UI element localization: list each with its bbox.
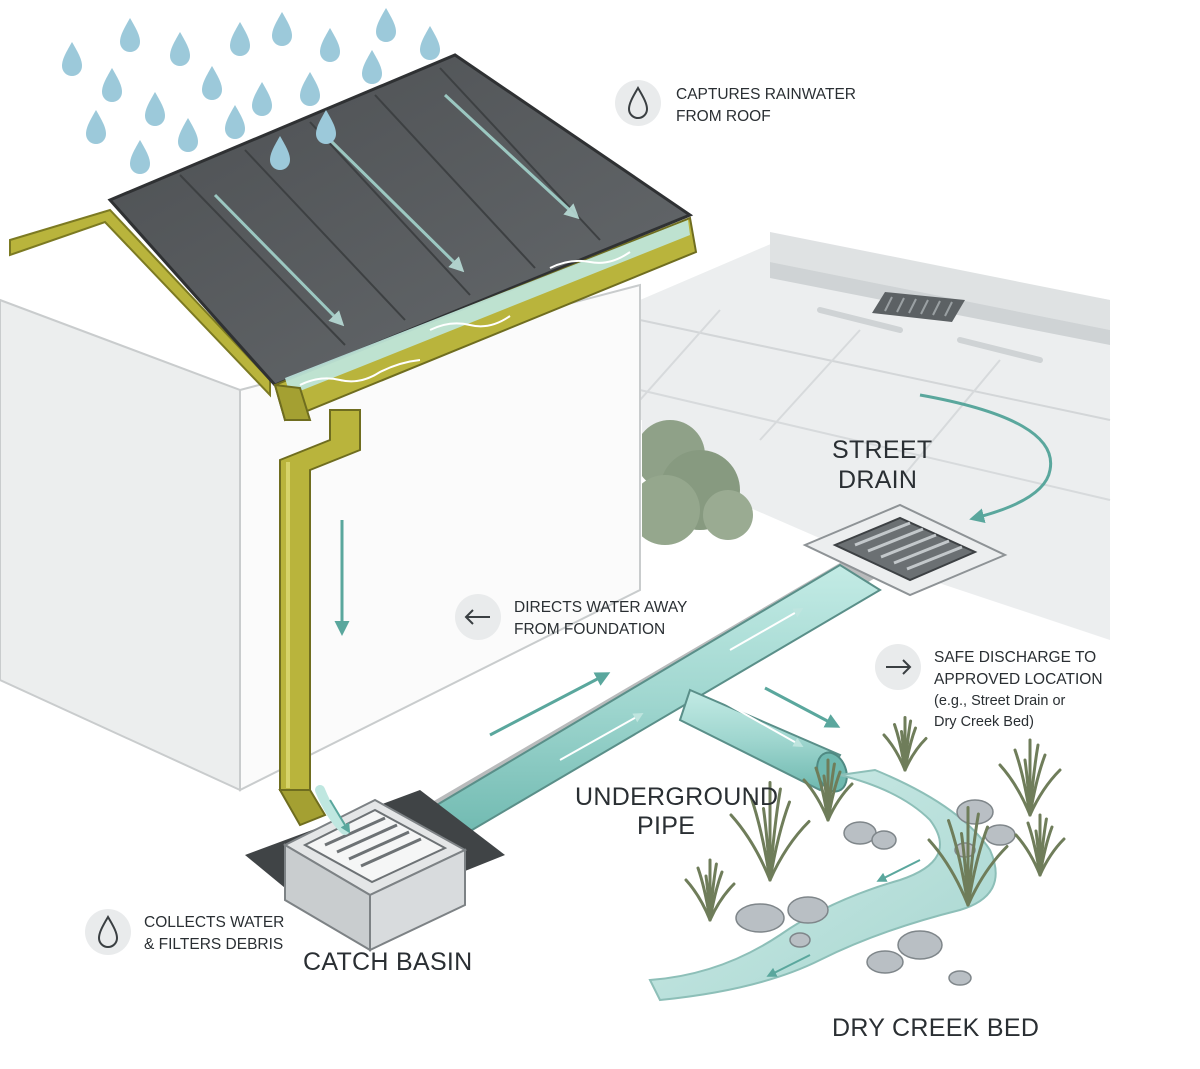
downspout: [278, 409, 361, 827]
grass-tuft: [927, 806, 1009, 907]
grass-tufts: [684, 716, 1066, 922]
discharge-label-line2: APPROVED LOCATION: [934, 671, 1103, 688]
catch-basin: [245, 785, 505, 952]
rain-drop: [225, 105, 245, 139]
captures-label-line2: FROM ROOF: [676, 108, 771, 125]
rain-drop: [62, 42, 82, 76]
creek-stone: [787, 896, 829, 924]
underground-pipe-label-line1: UNDERGROUND: [575, 783, 778, 811]
collects-icon-badge: [85, 909, 131, 955]
rain-drop: [252, 82, 272, 116]
water-drop-icon: [97, 915, 119, 948]
rain-drop: [145, 92, 165, 126]
rain-drop: [120, 18, 140, 52]
creek-stone: [866, 950, 904, 974]
creek-stone: [956, 799, 994, 825]
creek-stone: [948, 970, 972, 986]
grass-tuft: [802, 758, 854, 822]
creek-stone: [897, 930, 943, 960]
collects-label-line2: & FILTERS DEBRIS: [144, 936, 283, 953]
curb-grate: [872, 292, 965, 322]
rain-drop: [316, 110, 336, 144]
rain-drop: [272, 12, 292, 46]
rain-drop: [300, 72, 320, 106]
captures-icon-badge: [615, 80, 661, 126]
grass-tuft: [998, 738, 1062, 817]
street-background: [639, 232, 1111, 640]
rain-drop: [130, 140, 150, 174]
rain-drops: [62, 8, 440, 174]
rain-drop: [170, 32, 190, 66]
creek-stone: [843, 821, 877, 845]
creek-stone: [735, 903, 785, 933]
rain-drop: [376, 8, 396, 42]
grass-tuft: [729, 781, 811, 882]
water-drop-icon: [627, 86, 649, 119]
directs-label-line1: DIRECTS WATER AWAY: [514, 599, 687, 616]
creek-stone: [871, 830, 897, 850]
rain-drop: [420, 26, 440, 60]
creek-stone: [984, 824, 1016, 846]
gutter: [273, 216, 698, 422]
street-drain-label-line1: STREET: [832, 436, 932, 464]
rain-drop: [202, 66, 222, 100]
catch-basin-label: CATCH BASIN: [303, 948, 473, 976]
arrow-left-icon: [464, 609, 490, 625]
underground-pipe-label-line2: PIPE: [637, 812, 695, 840]
discharge-label-line3: (e.g., Street Drain or: [934, 693, 1066, 709]
rain-drop: [230, 22, 250, 56]
grass-tuft: [1014, 813, 1066, 877]
rain-drop: [102, 68, 122, 102]
directs-icon-badge: [455, 594, 501, 640]
directs-label-line2: FROM FOUNDATION: [514, 621, 665, 638]
discharge-label-line1: SAFE DISCHARGE TO: [934, 649, 1096, 666]
arrow-right-icon: [886, 659, 912, 675]
creek-stone: [789, 932, 811, 948]
dry-creek-bed-label: DRY CREEK BED: [832, 1014, 1039, 1042]
street-drain: [802, 393, 1053, 597]
grass-tuft: [684, 858, 736, 922]
discharge-icon-badge: [875, 644, 921, 690]
rain-drop: [362, 50, 382, 84]
street-drain-label-line2: DRAIN: [838, 466, 917, 494]
grass-tuft: [882, 716, 928, 772]
creek-stones: [735, 799, 1016, 986]
rain-drop: [178, 118, 198, 152]
discharge-label-line4: Dry Creek Bed): [934, 714, 1034, 730]
rain-drop: [270, 136, 290, 170]
collects-label-line1: COLLECTS WATER: [144, 914, 284, 931]
rain-drop: [320, 28, 340, 62]
rain-drop: [86, 110, 106, 144]
captures-label-line1: CAPTURES RAINWATER: [676, 86, 856, 103]
underground-pipe: [410, 560, 882, 842]
